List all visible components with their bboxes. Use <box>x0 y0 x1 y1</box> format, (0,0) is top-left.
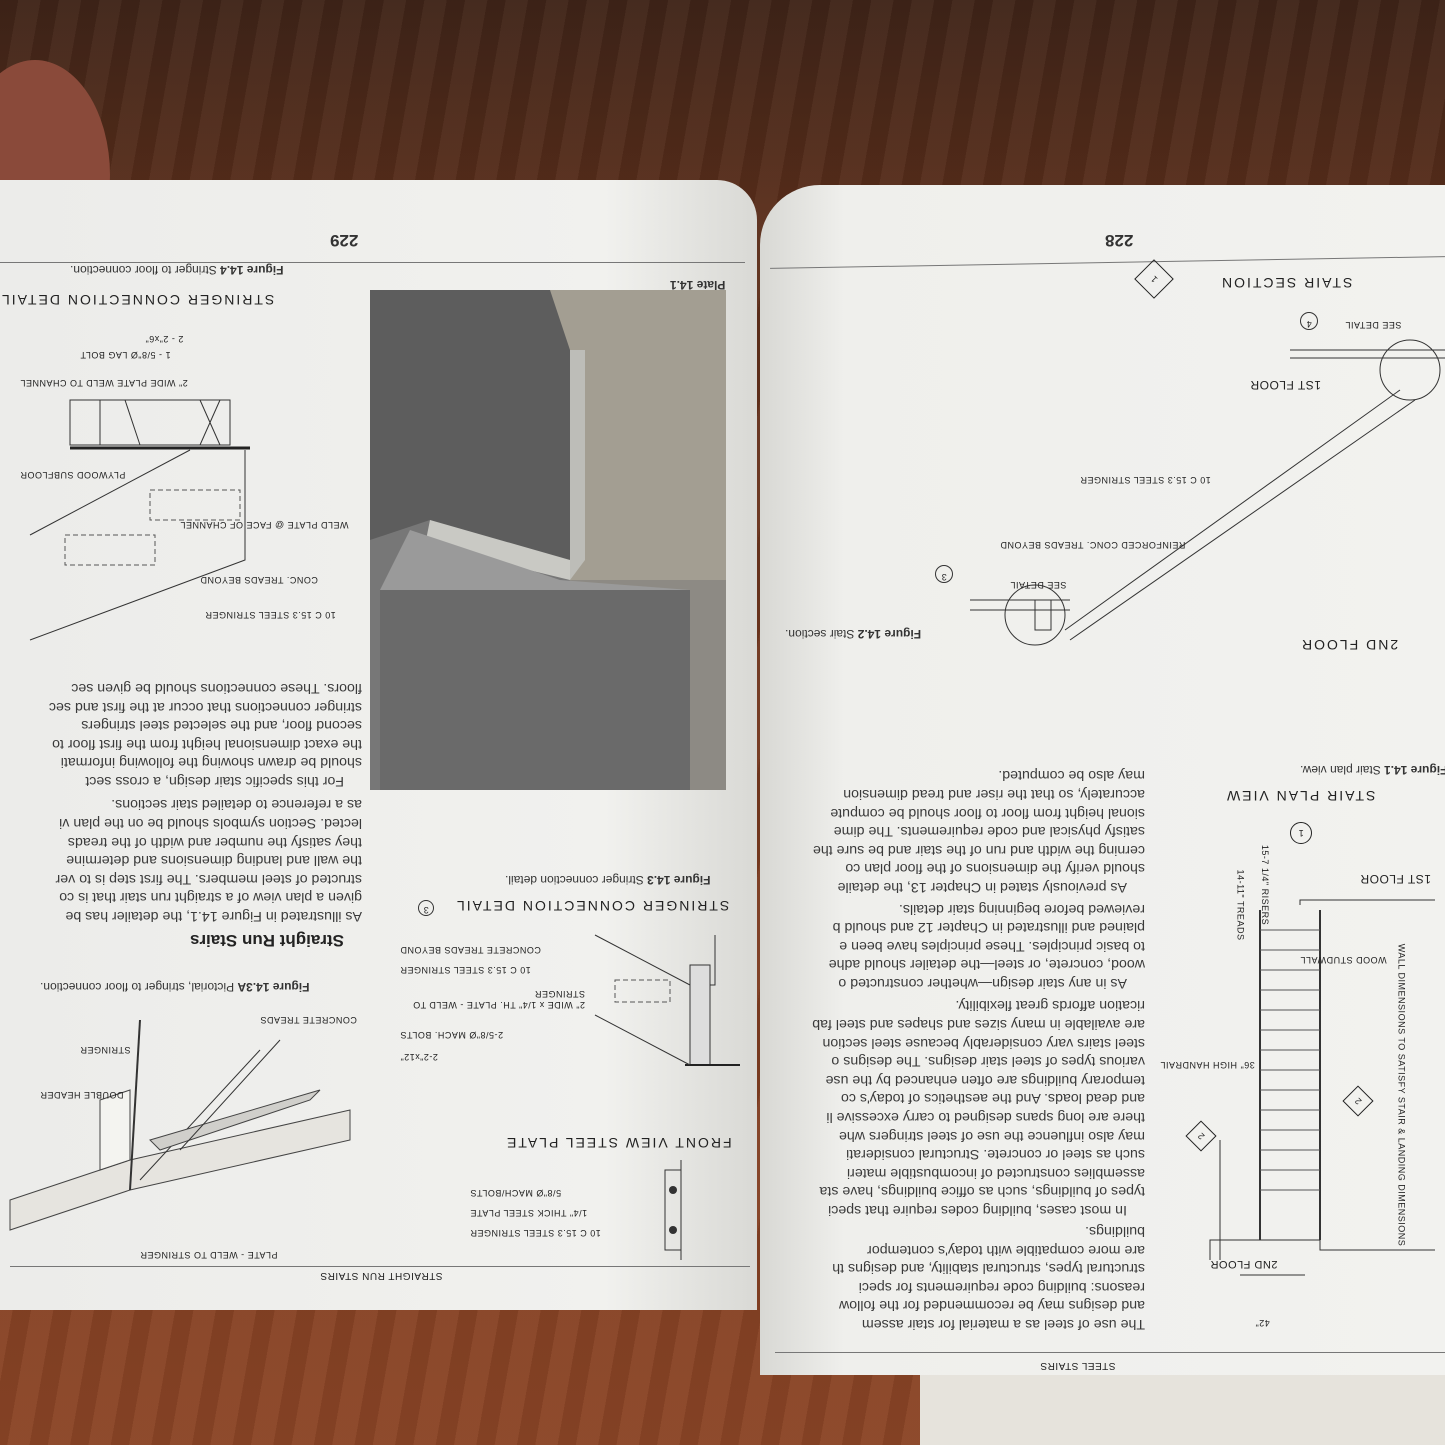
paper-sheet-under-book <box>920 1370 1445 1445</box>
steel-plate-drawing <box>664 1160 682 1260</box>
plate-photo-stringer-connection <box>370 290 726 790</box>
header-rule <box>0 262 745 263</box>
drawing-label: 1ST FLOOR <box>1250 378 1321 392</box>
drawing-label: 5/8"Ø MACH/BOLTS <box>470 1188 562 1198</box>
page-number: 229 <box>330 231 359 250</box>
stringer-detail-title: STRINGER CONNECTION DETAIL <box>0 292 275 308</box>
pictorial-connection-drawing <box>9 1019 351 1231</box>
drawing-label: 10 C 15.3 STEEL STRINGER <box>470 1228 601 1238</box>
figure-14-3a-caption: Figure 14.3A Pictorial, stringer to floo… <box>40 980 310 994</box>
floor-label: 2ND FLOOR <box>1300 637 1399 653</box>
paragraph-stair-design: As in any stair design—whether construct… <box>828 900 1145 991</box>
stair-section-title: STAIR SECTION <box>1220 275 1353 291</box>
drawing-label: WOOD STUDWALL <box>1300 955 1387 965</box>
stair-section-drawing <box>970 339 1445 646</box>
paragraph-stringer-cross-section: For this specific stair design, a cross … <box>48 680 362 789</box>
detail-number-badge: 3 <box>935 565 953 583</box>
running-footer: STRAIGHT RUN STAIRS <box>320 1270 443 1281</box>
paragraph-steel-use: The use of steel as a material for stair… <box>832 1223 1145 1332</box>
stair-plan-drawing <box>1209 899 1435 1276</box>
figure-14-4-caption: Figure 14.4 Stringer to floor connection… <box>70 263 284 277</box>
drawing-label: CONC. TREADS BEYOND <box>200 575 318 585</box>
floor-label: 2ND FLOOR <box>1210 1258 1278 1270</box>
section-heading: Straight Run Stairs <box>190 931 344 950</box>
figure-14-3-caption: Figure 14.3 Stringer connection detail. <box>505 873 711 887</box>
drawing-label: 2-2"x12" <box>400 1052 438 1062</box>
drawing-label: 1/4" THICK STEEL PLATE <box>470 1208 588 1218</box>
drawing-label: 10 C 15.3 STEEL STRINGER <box>205 610 336 620</box>
drawing-label: 14-11" TREADS <box>1235 869 1246 941</box>
drawing-label: 1 - 5/8"Ø LAG BOLT <box>80 350 171 360</box>
footer-rule <box>10 1266 750 1267</box>
detail-number-badge: 3 <box>418 900 434 916</box>
running-footer: STEEL STAIRS <box>1040 1360 1116 1371</box>
drawing-label: WELD PLATE @ FACE OF CHANNEL <box>180 520 349 530</box>
drawing-label: 2 - 2"x6" <box>145 334 184 344</box>
floor-label: 1ST FLOOR <box>1360 872 1431 886</box>
drawing-label: CONCRETE TREADS BEYOND <box>400 945 541 955</box>
drawing-label: 2" WIDE PLATE WELD TO CHANNEL <box>20 378 188 388</box>
drawing-label: DOUBLE HEADER <box>40 1090 124 1100</box>
drawing-label: 2-5/8"Ø MACH. BOLTS <box>400 1030 504 1040</box>
drawing-label: WALL DIMENSIONS TO SATISFY STAIR & LANDI… <box>1396 943 1407 1247</box>
drawing-label: 10 C 15.3 STEEL STRINGER <box>400 965 531 975</box>
connection-detail-drawing <box>594 934 740 1066</box>
page-228 <box>760 185 1445 1375</box>
dimension-label: 42" <box>1255 1318 1270 1328</box>
section-marker: 1 <box>1290 822 1312 844</box>
plan-view-title: STAIR PLAN VIEW <box>1225 788 1376 804</box>
figure-14-2-caption: Figure 14.2 Stair section. <box>785 627 922 641</box>
page-number: 228 <box>1105 231 1134 250</box>
drawing-label: 36" HIGH HANDRAIL <box>1160 1060 1255 1070</box>
figure-14-1-caption: Figure 14.1 Stair plan view. <box>1300 763 1445 777</box>
front-view-title: FRONT VIEW STEEL PLATE <box>505 1135 732 1151</box>
drawing-label: SEE DETAIL <box>1010 580 1067 590</box>
paragraph-straight-run-intro: As illustrated in Figure 14.1, the detai… <box>55 796 362 924</box>
connection-detail-title: STRINGER CONNECTION DETAIL <box>455 898 730 914</box>
drawing-label: PLYWOOD SUBFLOOR <box>20 470 126 480</box>
drawing-label: 15-7 1/4" RISERS <box>1260 844 1271 926</box>
drawing-label: REINFORCED CONC. TREADS BEYOND <box>1000 540 1186 550</box>
detail-number-badge: 4 <box>1300 312 1318 330</box>
drawing-label: CONCRETE TREADS <box>260 1015 357 1025</box>
drawing-label: PLATE - WELD TO STRINGER <box>140 1250 278 1260</box>
drawing-label: SEE DETAIL <box>1345 320 1402 330</box>
drawing-label: 2" WIDE x 1/4" TH. PLATE - WELD TO STRIN… <box>412 989 585 1010</box>
paragraph-chapter-13: As previously stated in Chapter 13, the … <box>812 767 1145 895</box>
footer-rule <box>775 1352 1445 1353</box>
paragraph-building-codes: In most cases, building codes require th… <box>812 997 1145 1218</box>
drawing-label: 10 C 15.3 STEEL STRINGER <box>1080 475 1211 485</box>
drawing-label: STRINGER <box>80 1045 131 1055</box>
stringer-connection-drawing <box>29 399 250 641</box>
